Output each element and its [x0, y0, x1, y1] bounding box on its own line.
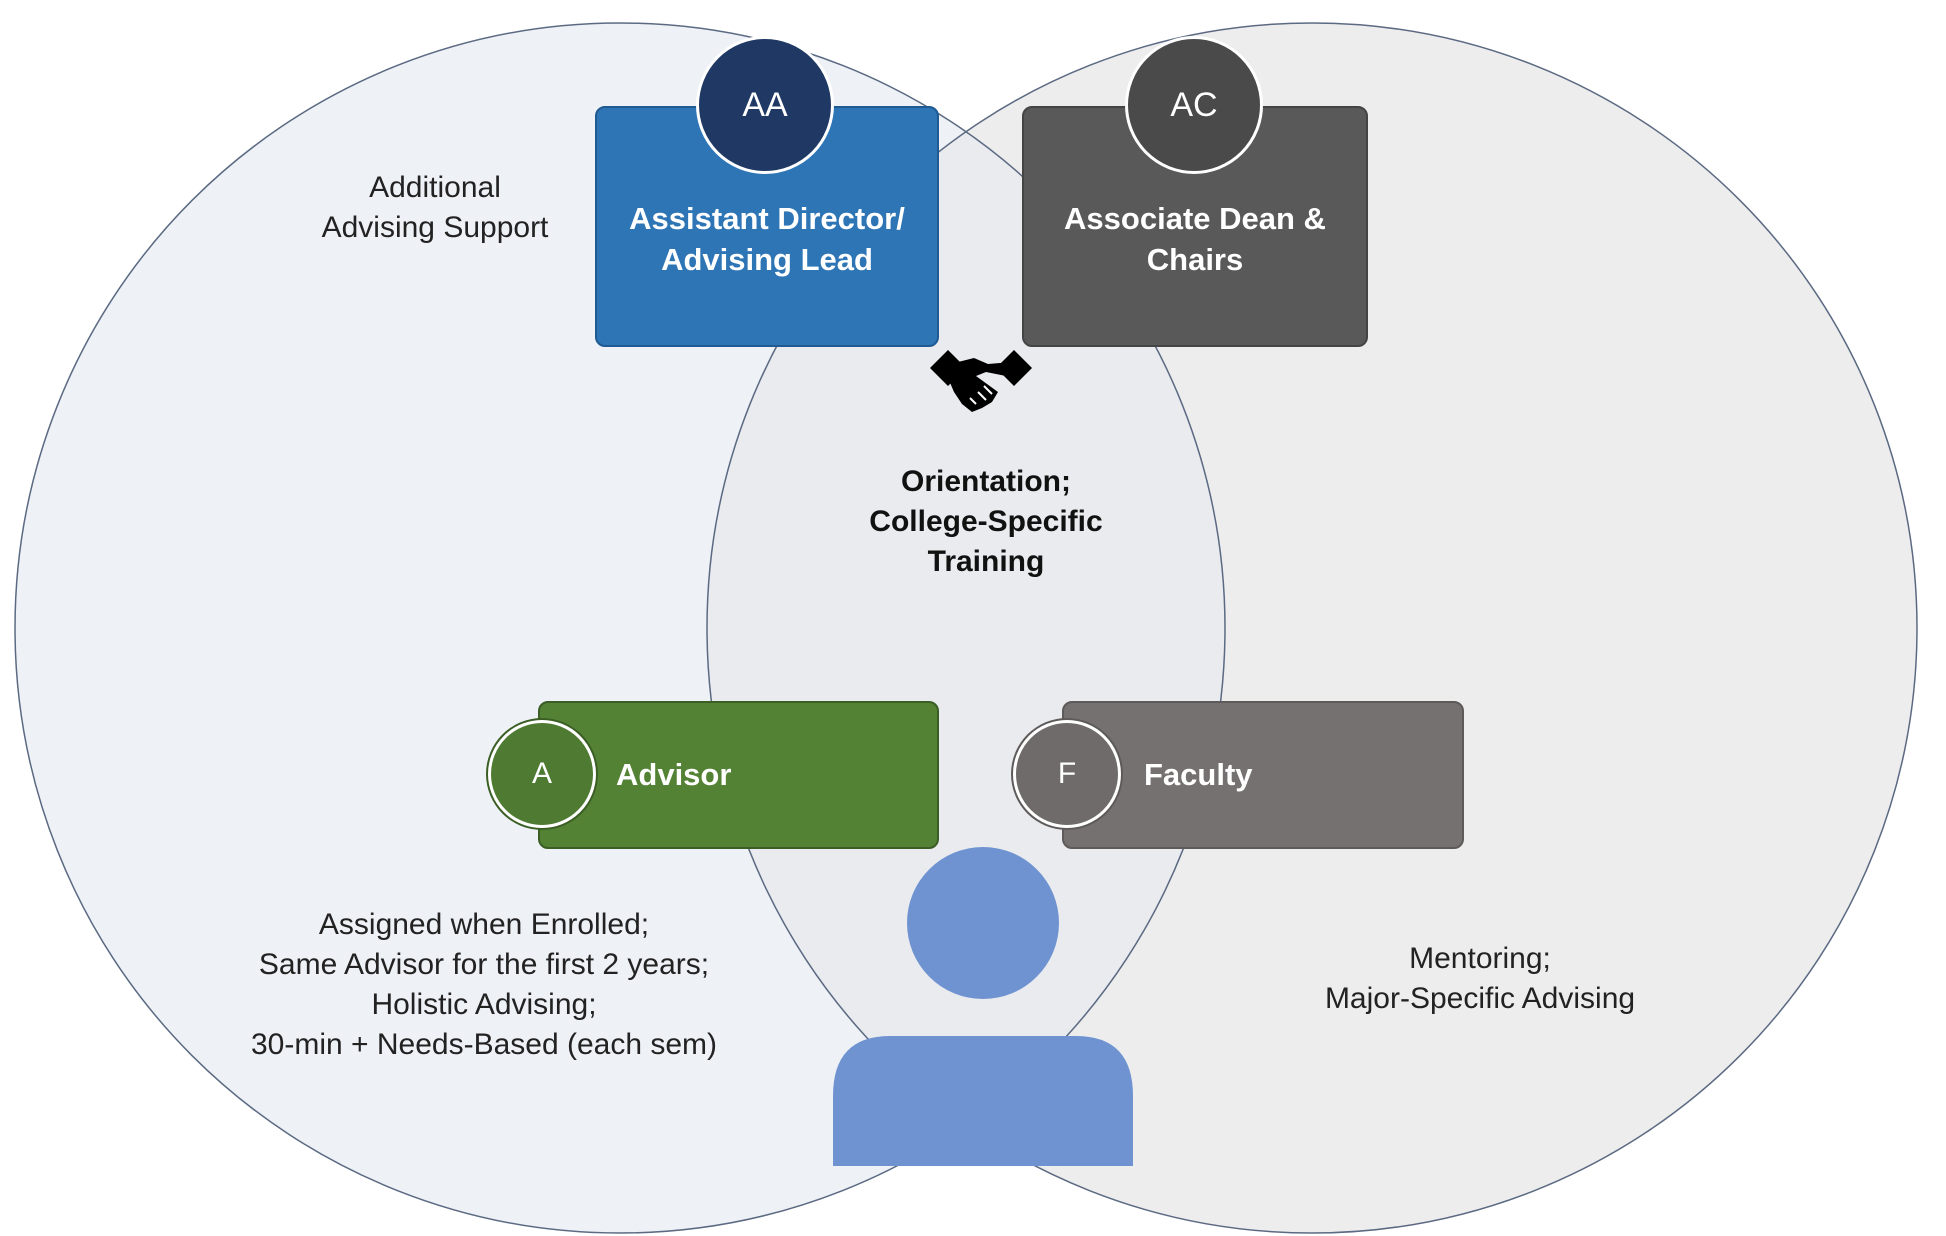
additional-support-text: Additional Advising Support [300, 168, 570, 248]
faculty-badge: F [1013, 720, 1121, 828]
advisor-notes-line-4: 30-min + Needs-Based (each sem) [250, 1028, 718, 1061]
advisor-notes: Assigned when Enrolled; Same Advisor for… [234, 905, 734, 1065]
advisor-notes-line-3: Holistic Advising; [371, 988, 597, 1021]
person-icon [833, 847, 1133, 1166]
advisor-badge: A [488, 720, 596, 828]
advisor-label: Advisor [616, 757, 732, 792]
faculty-box: Faculty [1062, 701, 1464, 849]
assistant-director-label-line-1: Assistant Director/ [629, 201, 905, 236]
associate-dean-label-line-1: Associate Dean & [1064, 201, 1326, 236]
assistant-director-badge: AA [696, 36, 834, 174]
additional-support-line-2: Advising Support [321, 211, 549, 244]
right-circle-outline [706, 22, 1918, 1234]
handshake-icon [930, 350, 1032, 412]
faculty-notes-line-2: Major-Specific Advising [1324, 982, 1636, 1015]
faculty-notes: Mentoring; Major-Specific Advising [1290, 939, 1670, 1019]
faculty-notes-line-1: Mentoring; [1409, 942, 1551, 975]
overlap-line-2: College-Specific [869, 505, 1103, 538]
faculty-label: Faculty [1144, 757, 1253, 792]
assistant-director-label-line-2: Advising Lead [661, 242, 873, 277]
overlap-text: Orientation; College-Specific Training [836, 462, 1136, 582]
advisor-notes-line-2: Same Advisor for the first 2 years; [258, 948, 710, 981]
left-circle-outline [14, 22, 1226, 1234]
associate-dean-label-line-2: Chairs [1146, 242, 1244, 277]
overlap-line-3: Training [927, 545, 1045, 578]
person-head [907, 847, 1059, 999]
person-body [833, 1036, 1133, 1166]
overlap-line-1: Orientation; [901, 465, 1071, 498]
assistant-director-label: Assistant Director/ Advising Lead [597, 198, 937, 280]
advisor-notes-line-1: Assigned when Enrolled; [318, 908, 650, 941]
associate-dean-label: Associate Dean & Chairs [1024, 198, 1366, 280]
advisor-box: Advisor [538, 701, 939, 849]
additional-support-line-1: Additional [369, 171, 501, 204]
associate-dean-badge: AC [1125, 36, 1263, 174]
